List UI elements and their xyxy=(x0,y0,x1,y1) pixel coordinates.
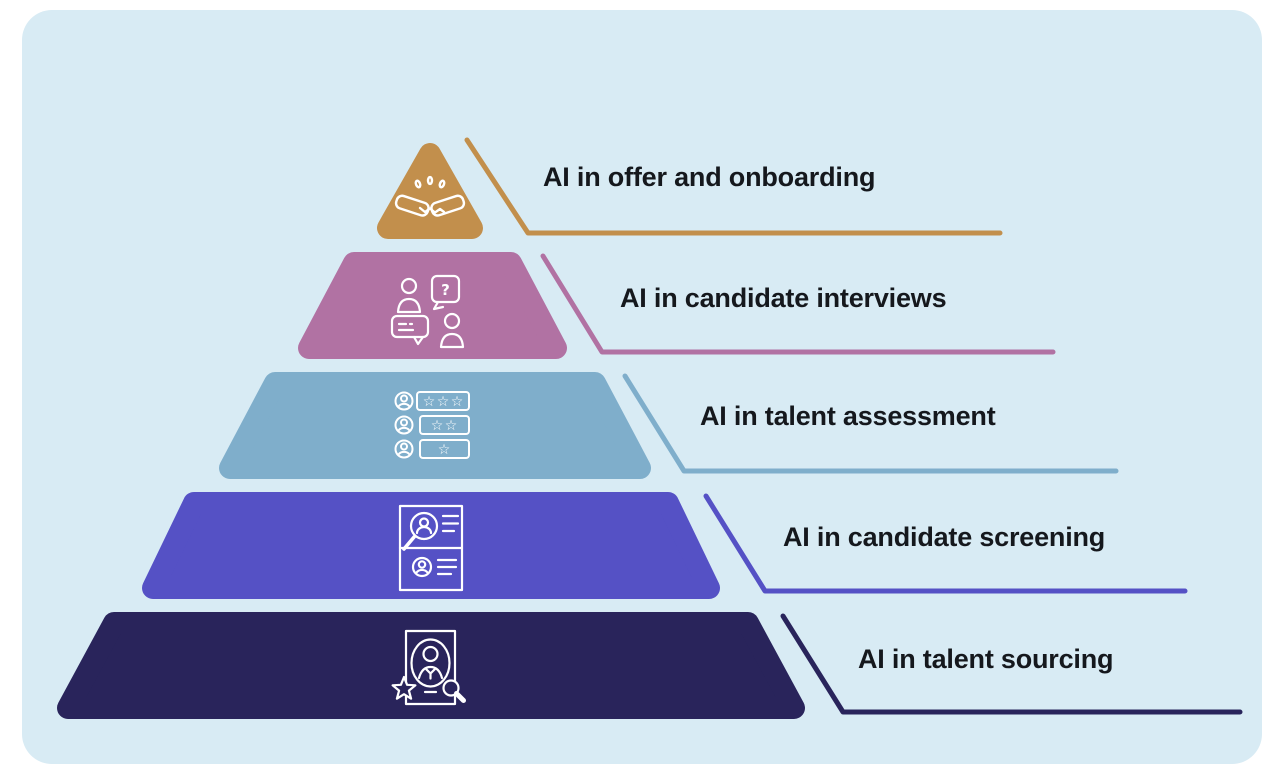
level-3-label: AI in talent assessment xyxy=(700,401,996,431)
pyramid-level-5-shape xyxy=(57,612,805,719)
pyramid-level-4-shape xyxy=(142,492,720,599)
star-glyph: ☆ xyxy=(451,394,464,410)
star-glyph: ☆ xyxy=(445,418,458,434)
assessment-icon: ☆ ☆ ☆ ☆ ☆ ☆ xyxy=(394,391,470,459)
interview-icon: ? xyxy=(390,274,465,349)
level-4-label: AI in candidate screening xyxy=(783,522,1105,552)
pyramid-level-3-shape xyxy=(219,372,651,479)
level-offer-onboarding: AI in offer and onboarding xyxy=(377,137,1003,239)
pyramid-level-2-shape xyxy=(298,252,567,359)
leader-line-4 xyxy=(703,493,1188,594)
level-candidate-interviews: AI in candidate interviews ? xyxy=(298,252,1056,359)
leader-line-2 xyxy=(540,253,1056,355)
level-talent-assessment: AI in talent assessment ☆ ☆ ☆ ☆ ☆ xyxy=(219,372,1119,479)
star-glyph: ☆ xyxy=(431,418,444,434)
level-talent-sourcing: AI in talent sourcing xyxy=(57,612,1243,719)
pyramid-level-1-shape xyxy=(377,143,483,239)
star-glyph: ☆ xyxy=(437,394,450,410)
star-glyph: ☆ xyxy=(423,394,436,410)
level-5-label: AI in talent sourcing xyxy=(858,644,1113,674)
level-candidate-screening: AI in candidate screening xyxy=(142,492,1188,599)
leader-line-3 xyxy=(622,373,1119,474)
sourcing-icon xyxy=(391,629,466,706)
question-glyph: ? xyxy=(441,281,450,299)
screening-icon xyxy=(398,504,464,592)
level-1-label: AI in offer and onboarding xyxy=(543,162,875,192)
star-glyph: ☆ xyxy=(438,442,451,458)
handshake-icon xyxy=(394,175,466,217)
level-2-label: AI in candidate interviews xyxy=(620,283,946,313)
leader-line-1 xyxy=(464,137,1003,236)
leader-line-5 xyxy=(780,613,1243,715)
